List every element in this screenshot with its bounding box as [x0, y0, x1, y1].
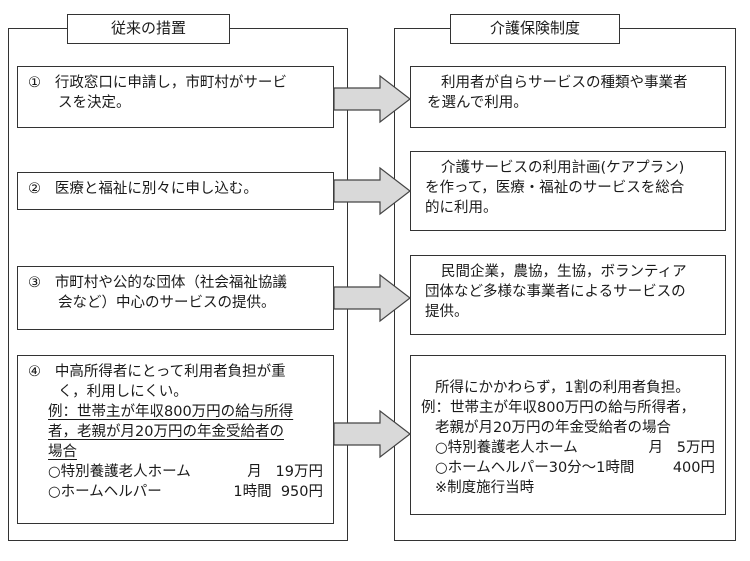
left-panel-title: 従来の措置 — [67, 14, 230, 44]
left-box-3: ③ 市町村や公的な団体（社会福祉協議 会など）中心のサービスの提供。 — [17, 266, 334, 330]
arrow-right-icon-3 — [333, 273, 411, 323]
left-box-1: ① 行政窓口に申請し，市町村がサービ スを決定。 — [17, 66, 334, 128]
right-item-1: ○特別養護老人ホーム 月 5万円 — [435, 440, 715, 456]
right-box-2: 介護サービスの利用計画(ケアプラン) を作って，医療・福祉のサービスを総合 的に… — [410, 151, 726, 231]
right-panel-title: 介護保険制度 — [450, 14, 620, 44]
left-box-4: ④ 中高所得者にとって利用者負担が重 く，利用しにくい。 例：世帯主が年収800… — [17, 355, 334, 524]
right-item-2: ○ホームヘルパー30分〜1時間 400円 — [435, 460, 715, 476]
arrow-right-icon-2 — [333, 166, 411, 216]
right-box-4: 所得にかかわらず，1割の利用者負担。 例：世帯主が年収800万円の給与所得者， … — [410, 355, 726, 515]
left-item-1: ○特別養護老人ホーム 月 19万円 — [48, 464, 323, 480]
right-box-1: 利用者が自らサービスの種類や事業者 を選んで利用。 — [410, 66, 726, 128]
arrow-right-icon-1 — [333, 74, 411, 124]
arrow-right-icon-4 — [333, 409, 411, 459]
left-box-2: ② 医療と福祉に別々に申し込む。 — [17, 172, 334, 210]
right-box-3: 民間企業，農協，生協，ボランティア 団体など多様な事業者によるサービスの 提供。 — [410, 255, 726, 335]
left-item-2: ○ホームヘルパー 1時間 950円 — [48, 484, 323, 500]
